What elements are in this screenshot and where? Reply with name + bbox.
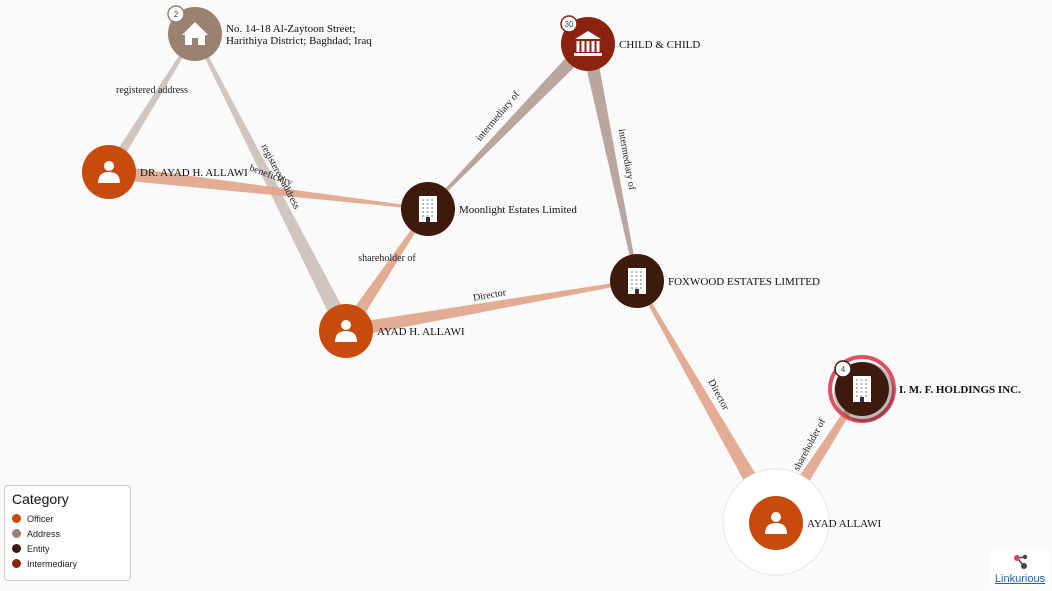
node-label: FOXWOOD ESTATES LIMITED [668,276,820,288]
legend-item-entity: Entity [12,541,123,556]
edge-label: registered address [116,85,188,96]
edge-label: shareholder of [358,253,416,264]
linkurious-link[interactable]: Linkurious [994,573,1046,585]
legend-swatch [12,529,21,538]
legend-item-address: Address [12,526,123,541]
legend-swatch [12,559,21,568]
edge-child-moonlight[interactable] [427,39,594,210]
legend-label: Officer [27,513,54,524]
linkurious-logo-icon [1014,554,1028,569]
node-ayad_h[interactable] [319,304,373,358]
legend-label: Address [27,528,61,539]
badge-count: 30 [565,20,574,29]
node-label: AYAD H. ALLAWI [377,326,465,338]
edge-dr_ayad-moonlight[interactable] [108,165,429,210]
person-icon [765,512,787,534]
edge-foxwood-ayad[interactable] [635,280,783,527]
edge-addr1-ayad_h[interactable] [193,33,354,335]
edge-ayad_h-foxwood[interactable] [344,279,638,338]
node-label: I. M. F. HOLDINGS INC. [899,384,1021,396]
building-icon [628,268,646,294]
person-icon [98,161,120,183]
selection-ring [828,355,896,423]
node-imf[interactable]: 4 [828,355,896,423]
node-addr1[interactable]: 2 [167,5,222,61]
node-foxwood[interactable] [610,254,664,308]
node-count-badge: 30 [560,15,578,33]
node-label: CHILD & CHILD [619,39,700,51]
node-count-badge: 4 [834,360,852,378]
legend-swatch [12,514,21,523]
building-icon [853,376,871,402]
edges-layer [104,33,865,527]
house-icon [182,22,208,45]
legend-swatch [12,544,21,553]
legend-item-officer: Officer [12,511,123,526]
node-label: Moonlight Estates Limited [459,204,577,216]
linkurious-brand[interactable]: Linkurious [990,551,1050,587]
legend-label: Entity [27,543,50,554]
category-legend: Category Officer Address Entity Intermed… [4,485,131,581]
node-count-badge: 2 [167,5,185,23]
legend-title: Category [12,491,69,507]
node-child[interactable]: 30 [560,15,615,71]
person-icon [335,320,357,342]
building-icon [419,196,437,222]
edge-moonlight-ayad_h[interactable] [340,208,430,335]
node-dr_ayad[interactable] [82,145,136,199]
node-moonlight[interactable] [401,182,455,236]
node-label: AYAD ALLAWI [807,518,882,530]
node-ayad[interactable] [749,496,803,550]
node-label: DR. AYAD H. ALLAWI [140,167,248,179]
node-label: No. 14-18 Al-Zaytoon Street; [226,23,356,35]
node-label: Harithiya District; Baghdad; Iraq [226,35,372,47]
nodes-layer: 2 30 4 [82,5,896,576]
bank-icon [574,31,602,56]
legend-item-intermediary: Intermediary [12,556,123,571]
edge-addr1-dr_ayad[interactable] [104,33,197,175]
legend-label: Intermediary [27,558,78,569]
edge-child-foxwood[interactable] [581,42,639,282]
badge-count: 4 [841,365,846,374]
badge-count: 2 [174,10,179,19]
